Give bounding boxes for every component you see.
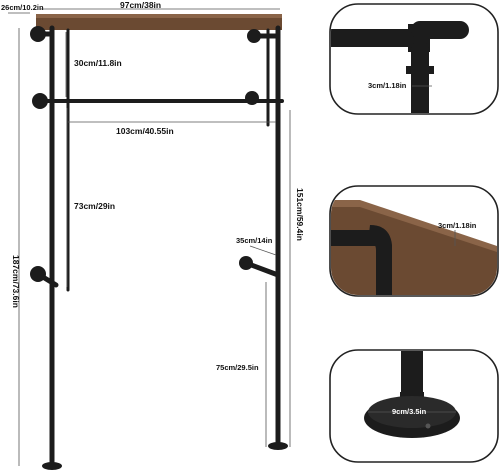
upper-height-label: 73cm/29in (74, 201, 115, 211)
dimension-labels: 97cm/38in 26cm/10.2in 30cm/11.8in 103cm/… (1, 0, 305, 372)
top-depth-label: 26cm/10.2in (1, 3, 44, 12)
rod-width-label: 103cm/40.55in (116, 126, 174, 136)
arm-length-label: 35cm/14in (236, 236, 273, 245)
top-spacing-label: 30cm/11.8in (74, 58, 122, 68)
pipe-diameter-label-1: 3cm/1.18in (368, 81, 407, 90)
lower-height-label: 75cm/29.5in (216, 363, 259, 372)
base-diameter-label: 9cm/3.5in (392, 407, 427, 416)
detail-panel-shelf: 3cm/1.18in (329, 185, 499, 297)
dimension-lines (8, 8, 291, 466)
total-height-label: 187cm/73.6in (11, 255, 21, 308)
top-width-label: 97cm/38in (120, 0, 161, 10)
detail-panel-elbow: 3cm/1.18in (329, 3, 499, 115)
support-arm (243, 260, 281, 278)
pipe-diameter-label-2: 3cm/1.18in (438, 221, 477, 230)
clothing-rack (30, 14, 288, 470)
wall-flange-icon (32, 93, 48, 109)
side-height-label: 151cm/59.4in (295, 188, 305, 241)
floor-base-icon (268, 442, 288, 450)
floor-base-icon (42, 462, 62, 470)
wall-flange-icon (245, 91, 259, 105)
detail-panel-base: 9cm/3.5in (329, 349, 499, 463)
